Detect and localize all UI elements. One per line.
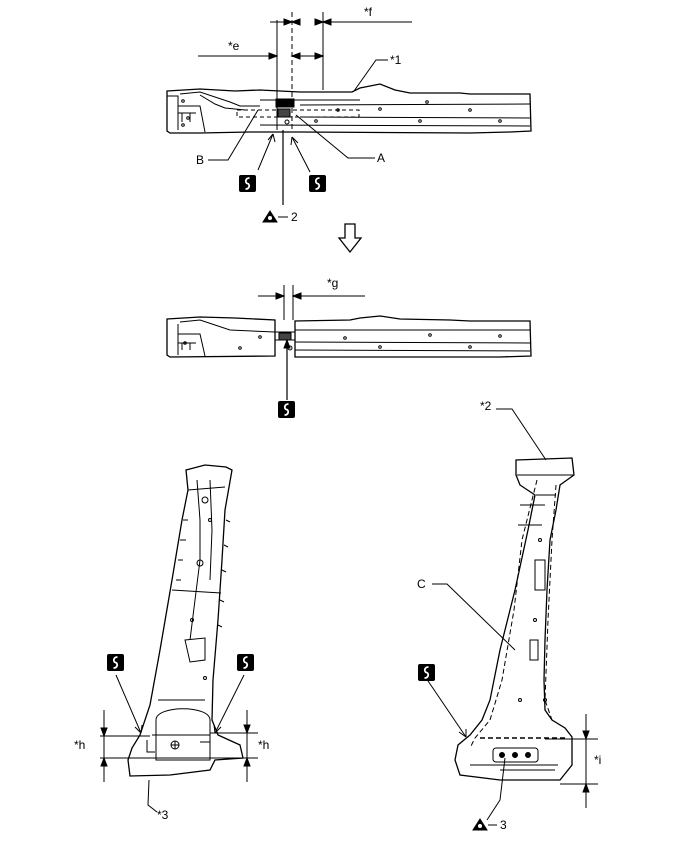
center-pillar-right xyxy=(454,457,575,781)
s-weld-icon xyxy=(309,175,326,192)
rocker-panel-before xyxy=(166,83,532,134)
dimension-g-label: *g xyxy=(327,276,339,290)
left-pillar-leaders xyxy=(115,674,245,813)
part-1-label: *1 xyxy=(390,53,402,67)
callout-2-number: 2 xyxy=(291,210,298,224)
part-2-label: *2 xyxy=(480,399,492,413)
left-pillar-dimensions xyxy=(100,710,258,782)
point-a-label: A xyxy=(377,151,386,165)
dimension-lines-middle xyxy=(258,285,365,400)
rocker-panel-after xyxy=(166,315,532,358)
s-weld-icon xyxy=(107,654,124,671)
center-pillar-left xyxy=(127,464,244,777)
down-arrow-icon xyxy=(337,223,363,254)
point-b-label: B xyxy=(196,153,205,167)
leader-lines-top xyxy=(208,59,388,173)
dimension-e-label: *e xyxy=(228,39,240,53)
part-3-label: *3 xyxy=(157,808,169,822)
s-weld-icon xyxy=(237,654,254,671)
s-weld-icon xyxy=(239,175,256,192)
dimension-f-label: *f xyxy=(364,5,373,19)
right-pillar-leaders xyxy=(423,408,547,821)
callout-3-number: 3 xyxy=(500,818,507,832)
weld-point-triangle-icon xyxy=(262,210,497,831)
dimension-lines-top xyxy=(198,12,412,205)
dimension-h-left-label: *h xyxy=(74,738,86,752)
dimension-h-right-label: *h xyxy=(258,738,270,752)
point-c-label: C xyxy=(417,577,426,591)
s-weld-icon xyxy=(278,401,295,418)
s-weld-icon xyxy=(418,664,435,681)
dimension-i-label: *i xyxy=(594,753,602,767)
right-pillar-dimensions xyxy=(545,714,598,808)
